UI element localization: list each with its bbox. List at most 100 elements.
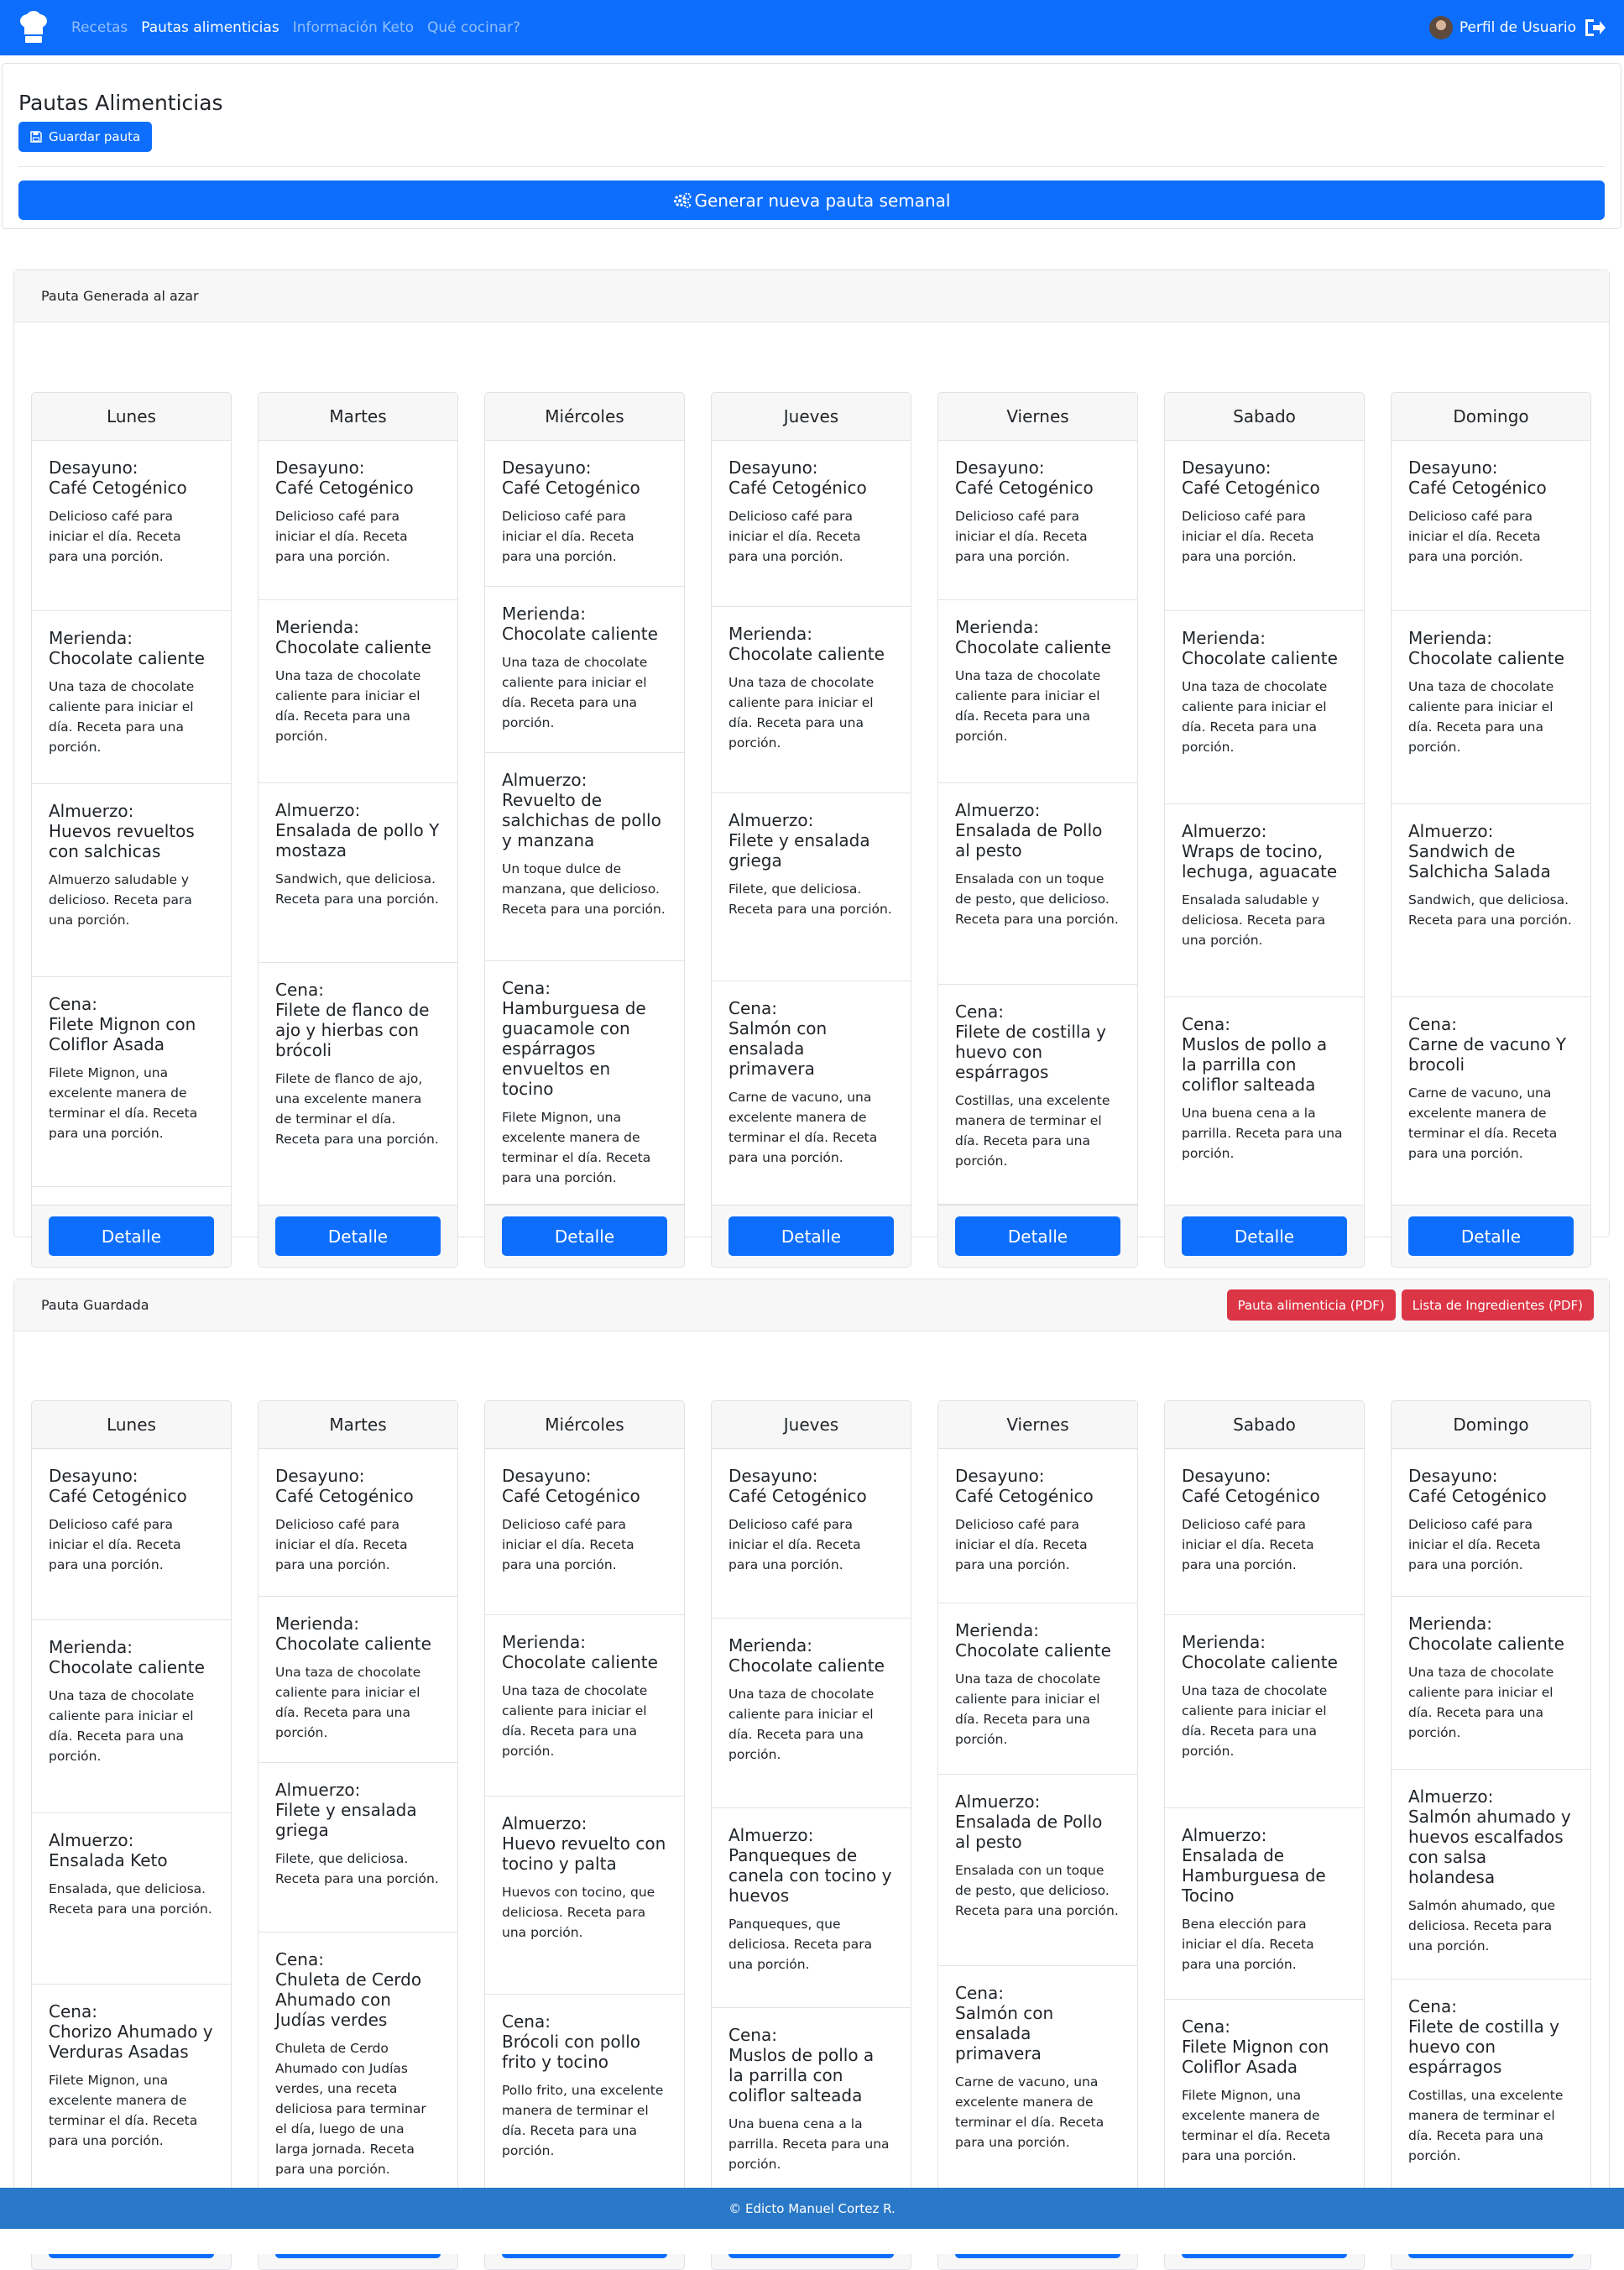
meal-description: Una taza de chocolate caliente para inic… <box>1408 679 1554 755</box>
pauta-pdf-button[interactable]: Pauta alimenticia (PDF) <box>1226 1289 1396 1321</box>
nav-que-cocinar[interactable]: Qué cocinar? <box>427 19 521 36</box>
day-name: Jueves <box>712 1401 911 1449</box>
meal-description: Una taza de chocolate caliente para inic… <box>1182 1683 1328 1759</box>
meal-description: Una taza de chocolate caliente para inic… <box>49 1688 195 1764</box>
nav-informacion-keto[interactable]: Información Keto <box>292 19 415 36</box>
nav-recetas[interactable]: Recetas <box>71 19 128 36</box>
meal-title: Cena: Filete Mignon con Coliflor Asada <box>1182 2016 1329 2077</box>
meal-title: Cena: Filete de costilla y huevo con esp… <box>955 1002 1106 1082</box>
nav-pautas-alimenticias[interactable]: Pautas alimenticias <box>141 19 279 36</box>
meal-title: Merienda: Chocolate caliente <box>502 1632 658 1672</box>
day-name: Domingo <box>1392 1401 1590 1449</box>
meal-title: Merienda: Chocolate caliente <box>1408 628 1564 668</box>
navbar: Recetas Pautas alimenticias Información … <box>0 0 1624 55</box>
meal-description: Una taza de chocolate caliente para inic… <box>275 668 421 744</box>
meal-title: Almuerzo: Filete y ensalada griega <box>728 810 870 871</box>
day-name: Viernes <box>938 1401 1137 1449</box>
meal-title: Desayuno: Café Cetogénico <box>502 458 640 498</box>
meal-title: Merienda: Chocolate caliente <box>1182 628 1338 668</box>
meal-title: Merienda: Chocolate caliente <box>275 1614 431 1654</box>
detail-button[interactable]: Detalle <box>1182 1216 1347 1256</box>
detail-button[interactable]: Detalle <box>955 1216 1120 1256</box>
user-menu[interactable]: Perfil de Usuario <box>1428 16 1606 39</box>
detail-button[interactable]: Detalle <box>728 1216 894 1256</box>
meal-title: Desayuno: Café Cetogénico <box>728 1466 867 1506</box>
detail-button[interactable]: Detalle <box>49 1216 214 1256</box>
day-card-footer: Detalle <box>938 1205 1137 1267</box>
day-card-footer: Detalle <box>1165 1205 1364 1267</box>
chef-hat-icon[interactable] <box>18 11 50 44</box>
day-name: Martes <box>258 393 457 441</box>
meal-title: Almuerzo: Sandwich de Salchicha Salada <box>1408 821 1551 881</box>
generate-week-button[interactable]: Generar nueva pauta semanal <box>18 180 1605 220</box>
meal-description: Delicioso café para iniciar el día. Rece… <box>955 509 1088 564</box>
meal-description: Filete, que deliciosa. Receta para una p… <box>728 881 892 917</box>
saved-plan-card: Pauta Guardada Pauta alimenticia (PDF) L… <box>13 1279 1610 2270</box>
meal-description: Delicioso café para iniciar el día. Rece… <box>955 1517 1088 1572</box>
meal-title: Almuerzo: Revuelto de salchichas de poll… <box>502 770 661 850</box>
meal-title: Merienda: Chocolate caliente <box>1408 1614 1564 1654</box>
meal-item: Cena: Filete de flanco de ajo y hierbas … <box>258 963 457 1206</box>
meal-description: Ensalada, que deliciosa. Receta para una… <box>49 1881 212 1917</box>
meal-title: Merienda: Chocolate caliente <box>728 1635 885 1676</box>
meal-description: Almuerzo saludable y delicioso. Receta p… <box>49 872 192 928</box>
save-button-label: Guardar pauta <box>49 129 141 144</box>
meal-description: Delicioso café para iniciar el día. Rece… <box>728 1517 861 1572</box>
meal-description: Sandwich, que deliciosa. Receta para una… <box>275 871 439 907</box>
meal-title: Desayuno: Café Cetogénico <box>1408 1466 1547 1506</box>
meal-description: Costillas, una excelente manera de termi… <box>955 1093 1110 1169</box>
generated-plan-header: Pauta Generada al azar <box>14 270 1609 322</box>
meal-description: Ensalada con un toque de pesto, que deli… <box>955 871 1119 927</box>
logout-icon[interactable] <box>1583 17 1606 39</box>
detail-button[interactable]: Detalle <box>275 1216 441 1256</box>
generate-week-label: Generar nueva pauta semanal <box>694 190 951 211</box>
meal-title: Almuerzo: Ensalada de pollo Y mostaza <box>275 800 440 860</box>
meal-description: Una taza de chocolate caliente para inic… <box>502 1683 648 1759</box>
meal-title: Desayuno: Café Cetogénico <box>1182 1466 1320 1506</box>
meal-title: Desayuno: Café Cetogénico <box>275 1466 414 1506</box>
day-name: Jueves <box>712 393 911 441</box>
avatar <box>1428 16 1453 39</box>
page-bottom <box>0 2229 1624 2254</box>
save-button[interactable]: Guardar pauta <box>18 122 153 152</box>
meal-title: Cena: Filete de flanco de ajo y hierbas … <box>275 980 430 1060</box>
meal-description: Filete Mignon, una excelente manera de t… <box>49 2073 198 2148</box>
meal-description: Salmón ahumado, que deliciosa. Receta pa… <box>1408 1898 1556 1954</box>
meal-description: Delicioso café para iniciar el día. Rece… <box>1408 509 1541 564</box>
meal-description: Una taza de chocolate caliente para inic… <box>728 675 875 751</box>
meal-title: Almuerzo: Wraps de tocino, lechuga, agua… <box>1182 821 1338 881</box>
meal-description: Carne de vacuno, una excelente manera de… <box>955 2074 1104 2150</box>
meal-item: Cena: Hamburguesa de guacamole con espár… <box>485 961 684 1205</box>
ingredients-pdf-button[interactable]: Lista de Ingredientes (PDF) <box>1401 1289 1594 1321</box>
meal-item: Almuerzo: Revuelto de salchichas de poll… <box>485 753 684 961</box>
meal-description: Una taza de chocolate caliente para inic… <box>1408 1665 1554 1740</box>
day-name: Lunes <box>32 393 231 441</box>
profile-link[interactable]: Perfil de Usuario <box>1459 19 1576 36</box>
meal-title: Desayuno: Café Cetogénico <box>502 1466 640 1506</box>
detail-button[interactable]: Detalle <box>502 1216 667 1256</box>
meal-description: Filete Mignon, una excelente manera de t… <box>49 1065 198 1141</box>
detail-button[interactable]: Detalle <box>1408 1216 1574 1256</box>
meal-description: Una taza de chocolate caliente para inic… <box>955 668 1101 744</box>
